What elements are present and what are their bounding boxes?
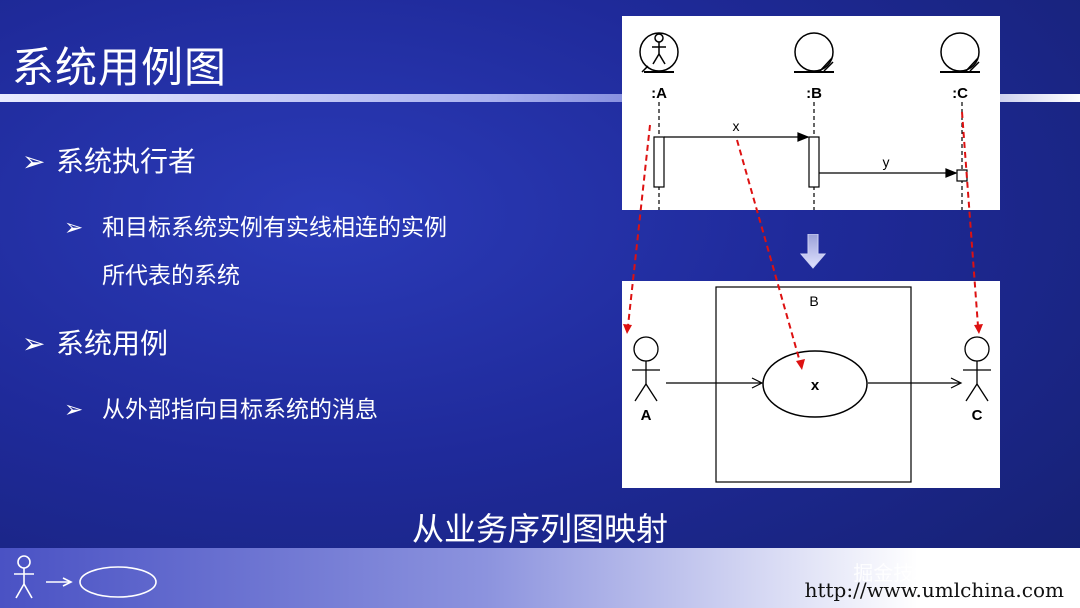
- bullet-arrow-icon: ➢: [64, 215, 84, 241]
- bullet-text: 和目标系统实例有实线相连的实例: [102, 215, 447, 241]
- usecase-label: x: [811, 377, 820, 394]
- watermark: 掘金技术社区 @ 潘加宇: [853, 561, 1066, 585]
- sub-bullet-instance: ➢ 和目标系统实例有实线相连的实例: [64, 208, 447, 242]
- sequence-diagram: :A :B :C x y: [622, 16, 1000, 210]
- sub-bullet-message: ➢ 从外部指向目标系统的消息: [64, 390, 378, 424]
- system-boundary: [715, 286, 912, 483]
- bullet-system-usecase: ➢ 系统用例: [22, 322, 168, 362]
- object-label-a: :A: [651, 85, 667, 102]
- bullet-system-actor: ➢ 系统执行者: [22, 140, 196, 180]
- page-title: 系统用例图: [12, 43, 228, 92]
- bullet-text: 系统执行者: [56, 145, 197, 178]
- message-label-x: x: [733, 118, 740, 134]
- actor-c-label: C: [972, 407, 983, 424]
- sub-bullet-continuation: 所代表的系统: [102, 263, 240, 289]
- footer-bar: http://www.umlchina.com: [0, 548, 1080, 608]
- slide-caption: 从业务序列图映射: [411, 510, 668, 548]
- bullet-arrow-icon: ➢: [64, 397, 84, 423]
- usecase-ellipse: [762, 350, 868, 418]
- actor-c-icon: [963, 336, 991, 402]
- actor-a-icon: [632, 336, 660, 402]
- usecase-diagram: B x A C: [622, 281, 1000, 488]
- actor-usecase-logo-icon: [14, 555, 157, 599]
- down-arrow-icon: [800, 234, 826, 269]
- title-divider: [0, 94, 1080, 102]
- footer-url: http://www.umlchina.com: [804, 578, 1064, 602]
- bullet-text: 从外部指向目标系统的消息: [102, 397, 378, 423]
- object-label-b: :B: [806, 85, 822, 102]
- message-label-y: y: [883, 154, 890, 170]
- bullet-text: 系统用例: [56, 327, 169, 360]
- bullet-arrow-icon: ➢: [22, 327, 46, 360]
- system-label: B: [809, 293, 818, 309]
- bullet-arrow-icon: ➢: [22, 145, 46, 178]
- actor-a-label: A: [641, 407, 652, 424]
- object-label-c: :C: [952, 85, 968, 102]
